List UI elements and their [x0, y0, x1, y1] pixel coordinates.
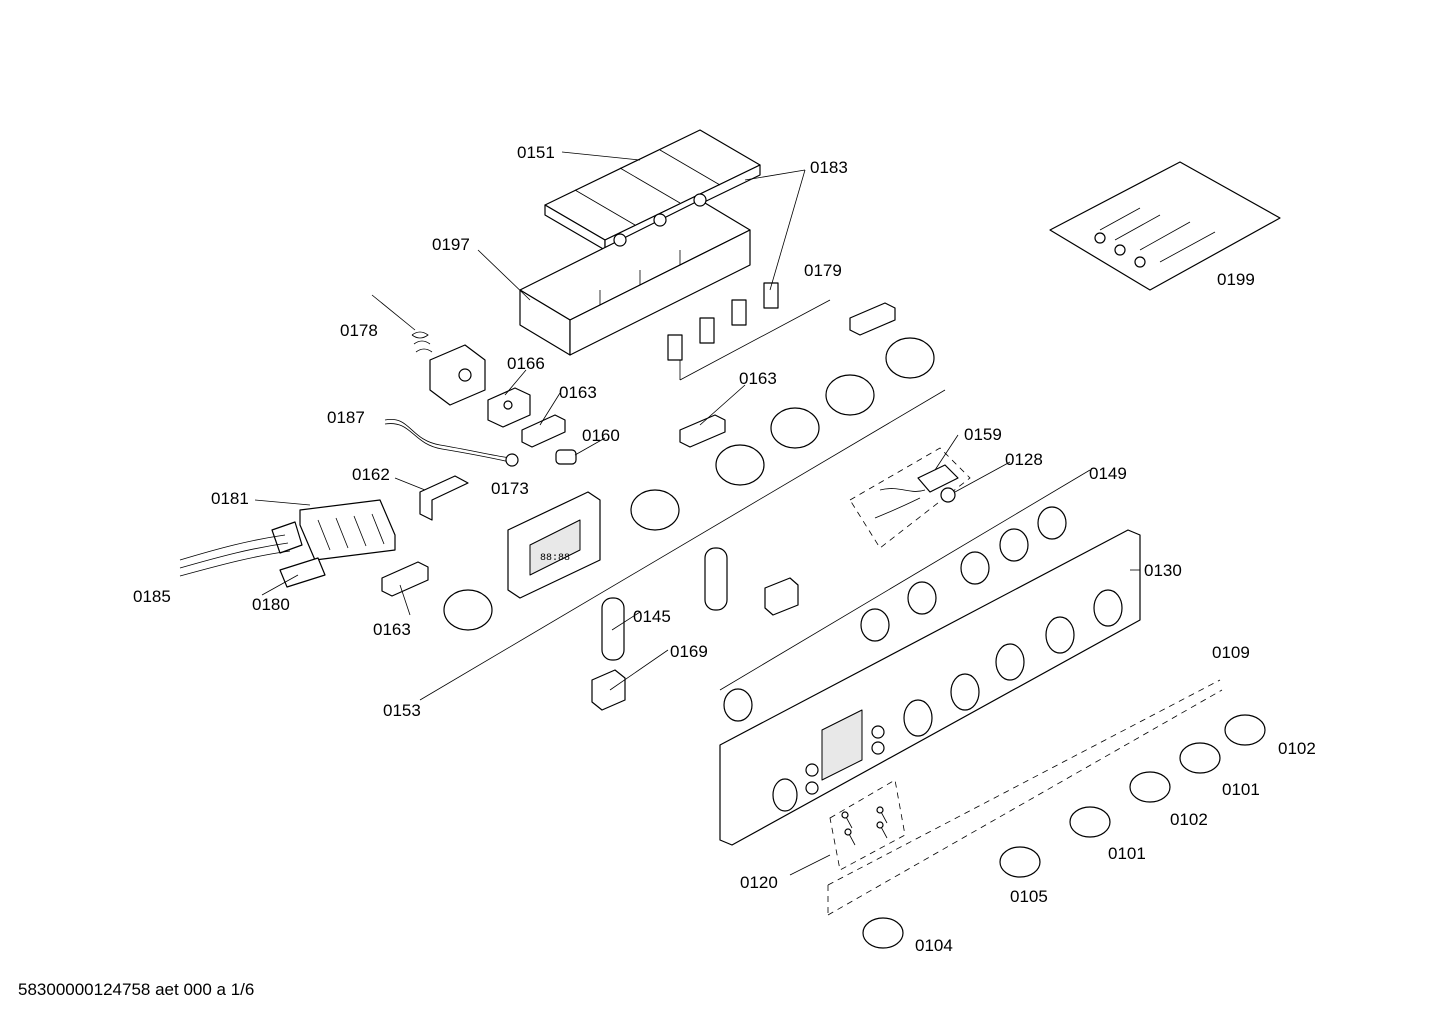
- clip-0163-right-part[interactable]: [679, 302, 896, 448]
- label-0199: 0199: [1217, 270, 1255, 289]
- label-0185: 0185: [133, 587, 171, 606]
- label-0181: 0181: [211, 489, 249, 508]
- bracket-0162-part[interactable]: [419, 475, 469, 521]
- label-0162: 0162: [352, 465, 390, 484]
- door-switch-part[interactable]: [849, 447, 971, 549]
- label-0173: 0173: [491, 479, 529, 498]
- label-0166: 0166: [507, 354, 545, 373]
- lamp-0160-part[interactable]: [555, 449, 577, 465]
- switch-contacts-part[interactable]: [667, 282, 831, 381]
- knobs-part[interactable]: [862, 714, 1266, 949]
- bezel-rings-part[interactable]: [719, 469, 1091, 722]
- label-0130: 0130: [1144, 561, 1182, 580]
- label-0102-b: 0102: [1170, 810, 1208, 829]
- timer-module-part[interactable]: 88:88: [507, 491, 601, 599]
- label-0159: 0159: [964, 425, 1002, 444]
- label-0169: 0169: [670, 642, 708, 661]
- label-0179: 0179: [804, 261, 842, 280]
- label-0102-a: 0102: [1278, 739, 1316, 758]
- label-0105: 0105: [1010, 887, 1048, 906]
- control-panel-part[interactable]: [719, 529, 1141, 846]
- screw-bag-part[interactable]: [1049, 161, 1281, 291]
- indicator-holders-part[interactable]: [601, 547, 728, 661]
- label-0128: 0128: [1005, 450, 1043, 469]
- label-0163-c: 0163: [373, 620, 411, 639]
- screws-0120-part[interactable]: [829, 779, 906, 871]
- label-0160: 0160: [582, 426, 620, 445]
- label-0183: 0183: [810, 158, 848, 177]
- wires-0185-part[interactable]: [179, 534, 291, 577]
- label-0151: 0151: [517, 143, 555, 162]
- label-0197: 0197: [432, 235, 470, 254]
- switch-0169-part[interactable]: [591, 577, 799, 711]
- part-labels: 0151 0183 0197 0179 0178 0166 0163 0163 …: [133, 143, 1316, 955]
- cable-0187-part[interactable]: [384, 418, 519, 467]
- thermostat-part[interactable]: [371, 294, 486, 406]
- label-0101-a: 0101: [1222, 780, 1260, 799]
- label-0120: 0120: [740, 873, 778, 892]
- clip-0180-part[interactable]: [279, 557, 326, 588]
- label-0163-a: 0163: [559, 383, 597, 402]
- label-0163-b: 0163: [739, 369, 777, 388]
- label-0180: 0180: [252, 595, 290, 614]
- leader-lines: [254, 151, 1140, 876]
- label-0104: 0104: [915, 936, 953, 955]
- svg-text:88:88: 88:88: [540, 553, 570, 564]
- label-0153: 0153: [383, 701, 421, 720]
- label-0101-b: 0101: [1108, 844, 1146, 863]
- document-code: 58300000124758 aet 000 a 1/6: [18, 980, 255, 999]
- knob-guides-part: [827, 679, 1223, 916]
- knob-holders-part[interactable]: [419, 337, 946, 701]
- clip-0163-left-part[interactable]: [521, 414, 566, 448]
- label-0145: 0145: [633, 607, 671, 626]
- label-0187: 0187: [327, 408, 365, 427]
- switch-housing-part[interactable]: [519, 129, 761, 356]
- label-0178: 0178: [340, 321, 378, 340]
- label-0149: 0149: [1089, 464, 1127, 483]
- terminal-block-part[interactable]: [271, 499, 396, 561]
- bracket-0166-part[interactable]: [487, 387, 531, 428]
- label-0109: 0109: [1212, 643, 1250, 662]
- clip-0163-bottom-part[interactable]: [381, 561, 429, 597]
